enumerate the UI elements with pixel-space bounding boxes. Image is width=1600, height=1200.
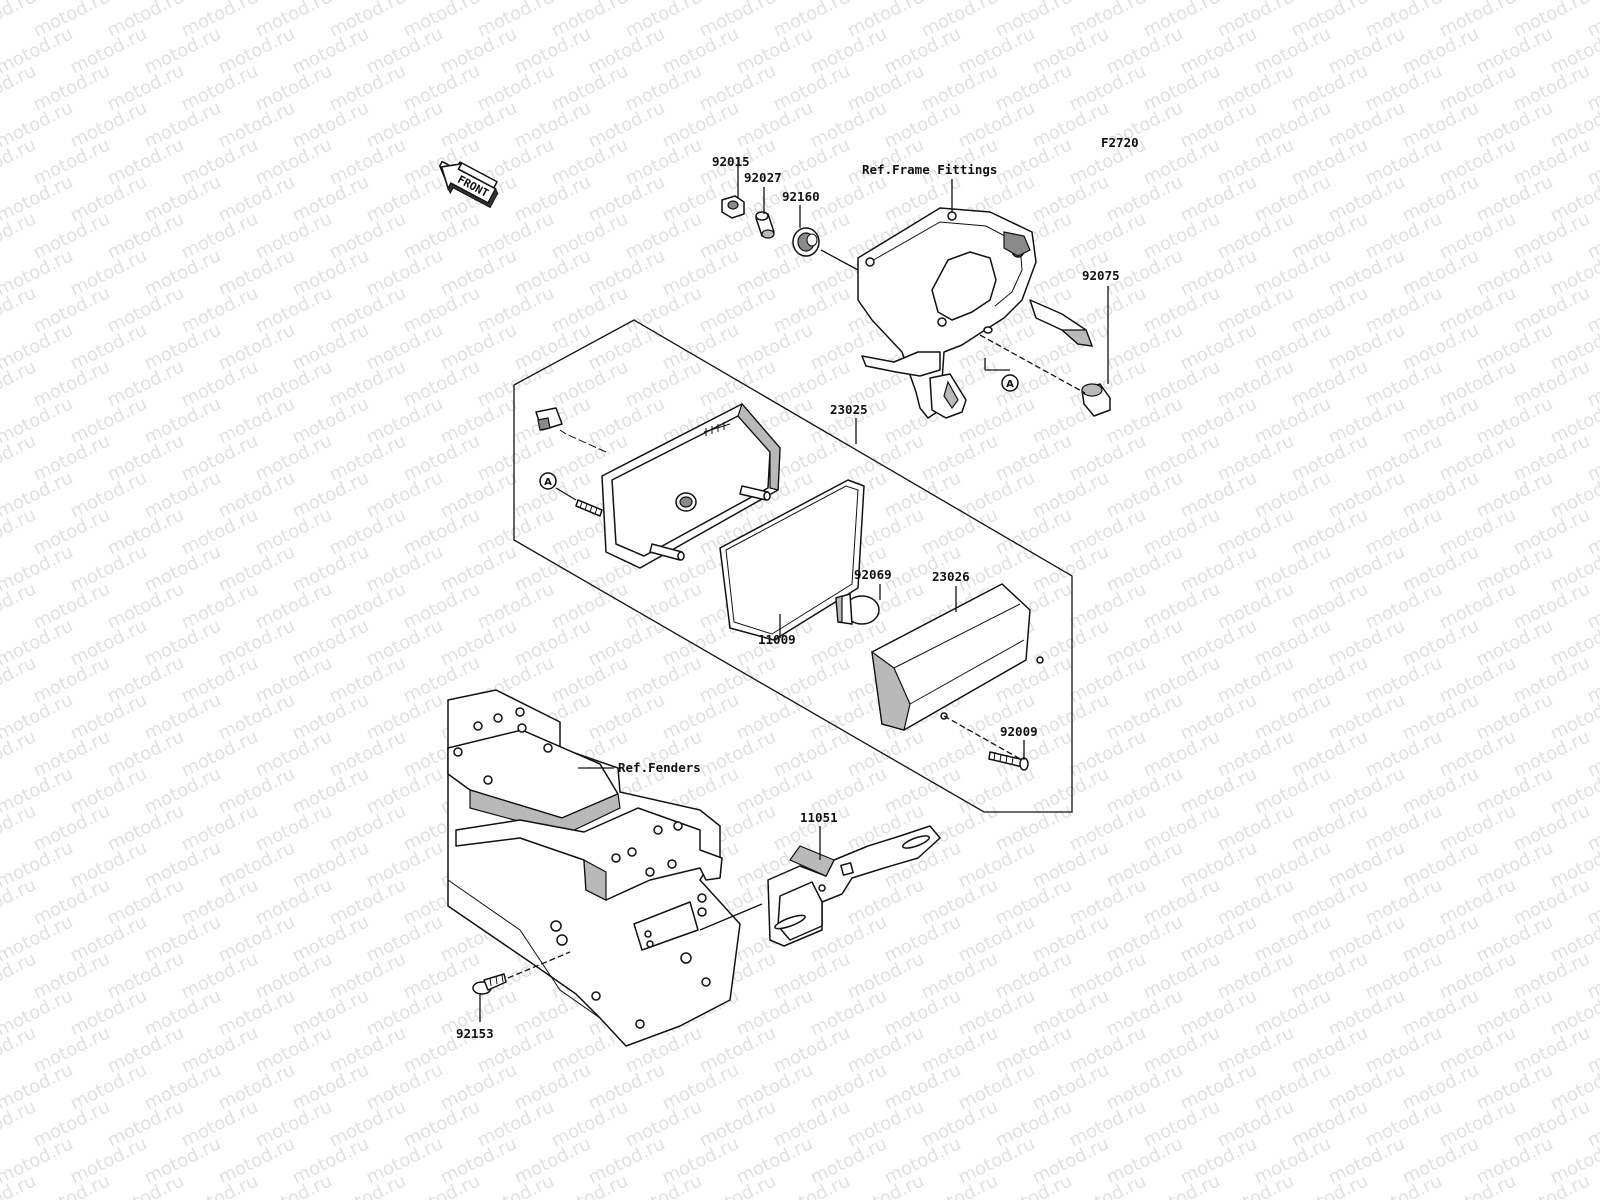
collar-92075 — [1081, 383, 1111, 417]
label-11009: 11009 — [758, 632, 796, 647]
callout-a-lower-letter: A — [544, 477, 552, 488]
gasket-11009 — [719, 479, 865, 641]
callout-a-upper — [1001, 374, 1019, 392]
label-92027: 92027 — [744, 170, 782, 185]
assembly-23025-outline — [513, 319, 1073, 813]
label-11051: 11051 — [800, 810, 838, 825]
lens-23026 — [871, 583, 1044, 731]
label-92075: 92075 — [1082, 268, 1120, 283]
leader-92160 — [820, 249, 859, 271]
bulb-92069 — [835, 593, 880, 625]
grommet-92160 — [792, 227, 820, 257]
front-arrow-icon: FRONT — [438, 160, 499, 209]
leader-callout-a-lower — [555, 487, 577, 501]
label-92160: 92160 — [782, 189, 820, 204]
leader-92153-axis — [507, 951, 571, 979]
frame-fitting-bracket — [857, 207, 1093, 419]
label-92069: 92069 — [854, 567, 892, 582]
label-23025: 23025 — [830, 402, 868, 417]
label-92015: 92015 — [712, 154, 750, 169]
leader-92009-axis — [943, 715, 1023, 761]
leader-callout-a-upper — [984, 358, 1010, 371]
screw-92009 — [988, 751, 1029, 771]
callout-a-lower — [539, 472, 557, 490]
label-ref-frame-fittings: Ref.Frame Fittings — [862, 162, 997, 177]
license-bracket-11051 — [767, 825, 941, 947]
label-92153: 92153 — [456, 1026, 494, 1041]
taillight-housing — [535, 402, 781, 569]
callout-a-upper-letter: A — [1006, 379, 1014, 390]
bolt-92153 — [472, 973, 507, 995]
screw-left — [575, 499, 603, 517]
label-ref-fenders: Ref.Fenders — [618, 760, 701, 775]
leader-92075-axis — [979, 334, 1086, 394]
diagram-code: F2720 — [1101, 135, 1139, 150]
nut-92015 — [721, 195, 745, 219]
rear-fender — [447, 689, 741, 1047]
leader-bracket-plate — [699, 903, 763, 931]
label-92009: 92009 — [1000, 724, 1038, 739]
collar-92027 — [755, 211, 775, 239]
label-23026: 23026 — [932, 569, 970, 584]
